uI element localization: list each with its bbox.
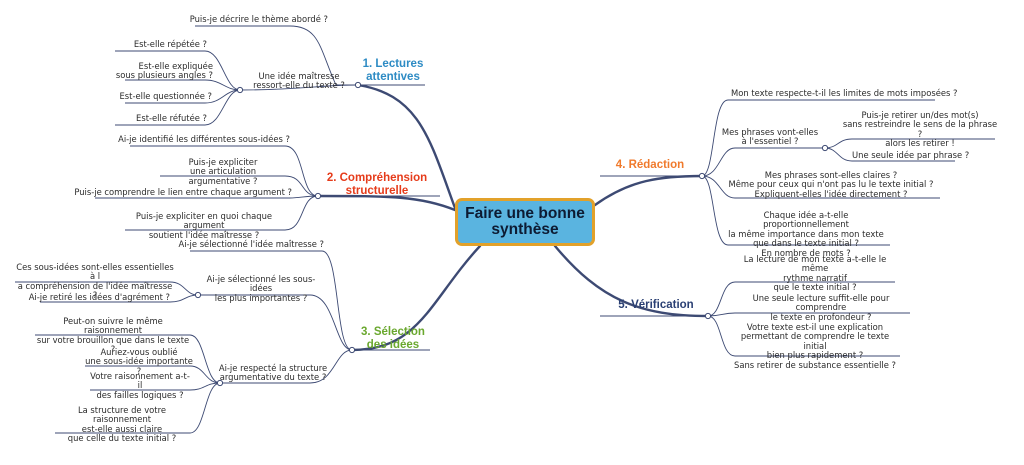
topic-structure-argumentative[interactable]: Ai-je respecté la structure argumentativ… [218, 363, 328, 383]
branch-verification[interactable]: 5. Vérification [618, 299, 694, 311]
branch-comprehension-structurelle[interactable]: 2. Compréhension structurelle [326, 172, 428, 197]
topic-une-idee-par-phrase[interactable]: Une seule idée par phrase ? [852, 150, 970, 160]
topic-seule-lecture[interactable]: Une seule lecture suffit-elle pour compr… [752, 293, 890, 322]
topic-expliquee[interactable]: Est-elle expliquée sous plusieurs angles… [115, 61, 213, 81]
topic-soutient-idee[interactable]: Puis-je expliciter en quoi chaque argume… [135, 211, 273, 240]
topic-refutee[interactable]: Est-elle réfutée ? [136, 113, 207, 123]
topic-decrire-theme[interactable]: Puis-je décrire le thème abordé ? [189, 14, 328, 24]
topic-sous-idees-essentielles[interactable]: Ces sous-idées sont-elles essentielles à… [16, 262, 174, 301]
topic-idee-maitresse[interactable]: Une idée maîtresse ressort-elle du texte… [253, 71, 345, 91]
branch-line-4 [593, 174, 704, 207]
central-topic[interactable]: Faire une bonne synthèse [455, 198, 595, 246]
branch-line-5 [553, 244, 710, 318]
branch-line-2 [316, 194, 457, 212]
branch-redaction[interactable]: 4. Rédaction [615, 159, 685, 171]
topic-failles-logiques[interactable]: Votre raisonnement a-t-il des failles lo… [90, 371, 190, 400]
topic-lien-arguments[interactable]: Puis-je comprendre le lien entre chaque … [74, 187, 292, 197]
topic-sous-idee-oubliee[interactable]: Auriez-vous oublié une sous-idée importa… [85, 347, 193, 376]
topic-retirer-mots[interactable]: Puis-je retirer un/des mot(s) sans restr… [842, 110, 998, 149]
topic-articulation[interactable]: Puis-je expliciter une articulation argu… [188, 157, 258, 186]
branch-line-3 [350, 244, 482, 352]
topic-questionnee[interactable]: Est-elle questionnée ? [119, 91, 213, 101]
topic-sous-idees-importantes[interactable]: Ai-je sélectionné les sous-idées les plu… [206, 274, 316, 303]
topic-explication-texte[interactable]: Votre texte est-il une explication perme… [734, 322, 896, 370]
topic-structure-claire[interactable]: La structure de votre raisonnement est-e… [67, 405, 177, 444]
topic-meme-raisonnement[interactable]: Peut-on suivre le même raisonnement sur … [36, 316, 190, 355]
topic-phrases-essentiel[interactable]: Mes phrases vont-elles à l'essentiel ? [721, 127, 819, 147]
topic-phrases-claires[interactable]: Mes phrases sont-elles claires ? Même po… [728, 170, 934, 199]
topic-idees-agrement[interactable]: Ai-je retiré les idées d'agrément ? [28, 292, 170, 302]
topic-sous-idees[interactable]: Ai-je identifié les différentes sous-idé… [118, 134, 290, 144]
topic-limites-mots[interactable]: Mon texte respecte-t-il les limites de m… [731, 88, 958, 98]
branch-selection-idees[interactable]: 3. Sélection des idées [361, 326, 425, 351]
branch-lectures-attentives[interactable]: 1. Lectures attentives [362, 58, 424, 83]
branch-line-1 [356, 83, 457, 210]
topic-repetee[interactable]: Est-elle répétée ? [133, 39, 207, 49]
topic-idee-proportionnelle[interactable]: Chaque idée a-t-elle proportionnellement… [728, 210, 884, 258]
topic-rythme-narratif[interactable]: La lecture de mon texte a-t-elle le même… [743, 254, 887, 293]
topic-idee-maitresse-selection[interactable]: Ai-je sélectionné l'idée maîtresse ? [178, 239, 324, 249]
